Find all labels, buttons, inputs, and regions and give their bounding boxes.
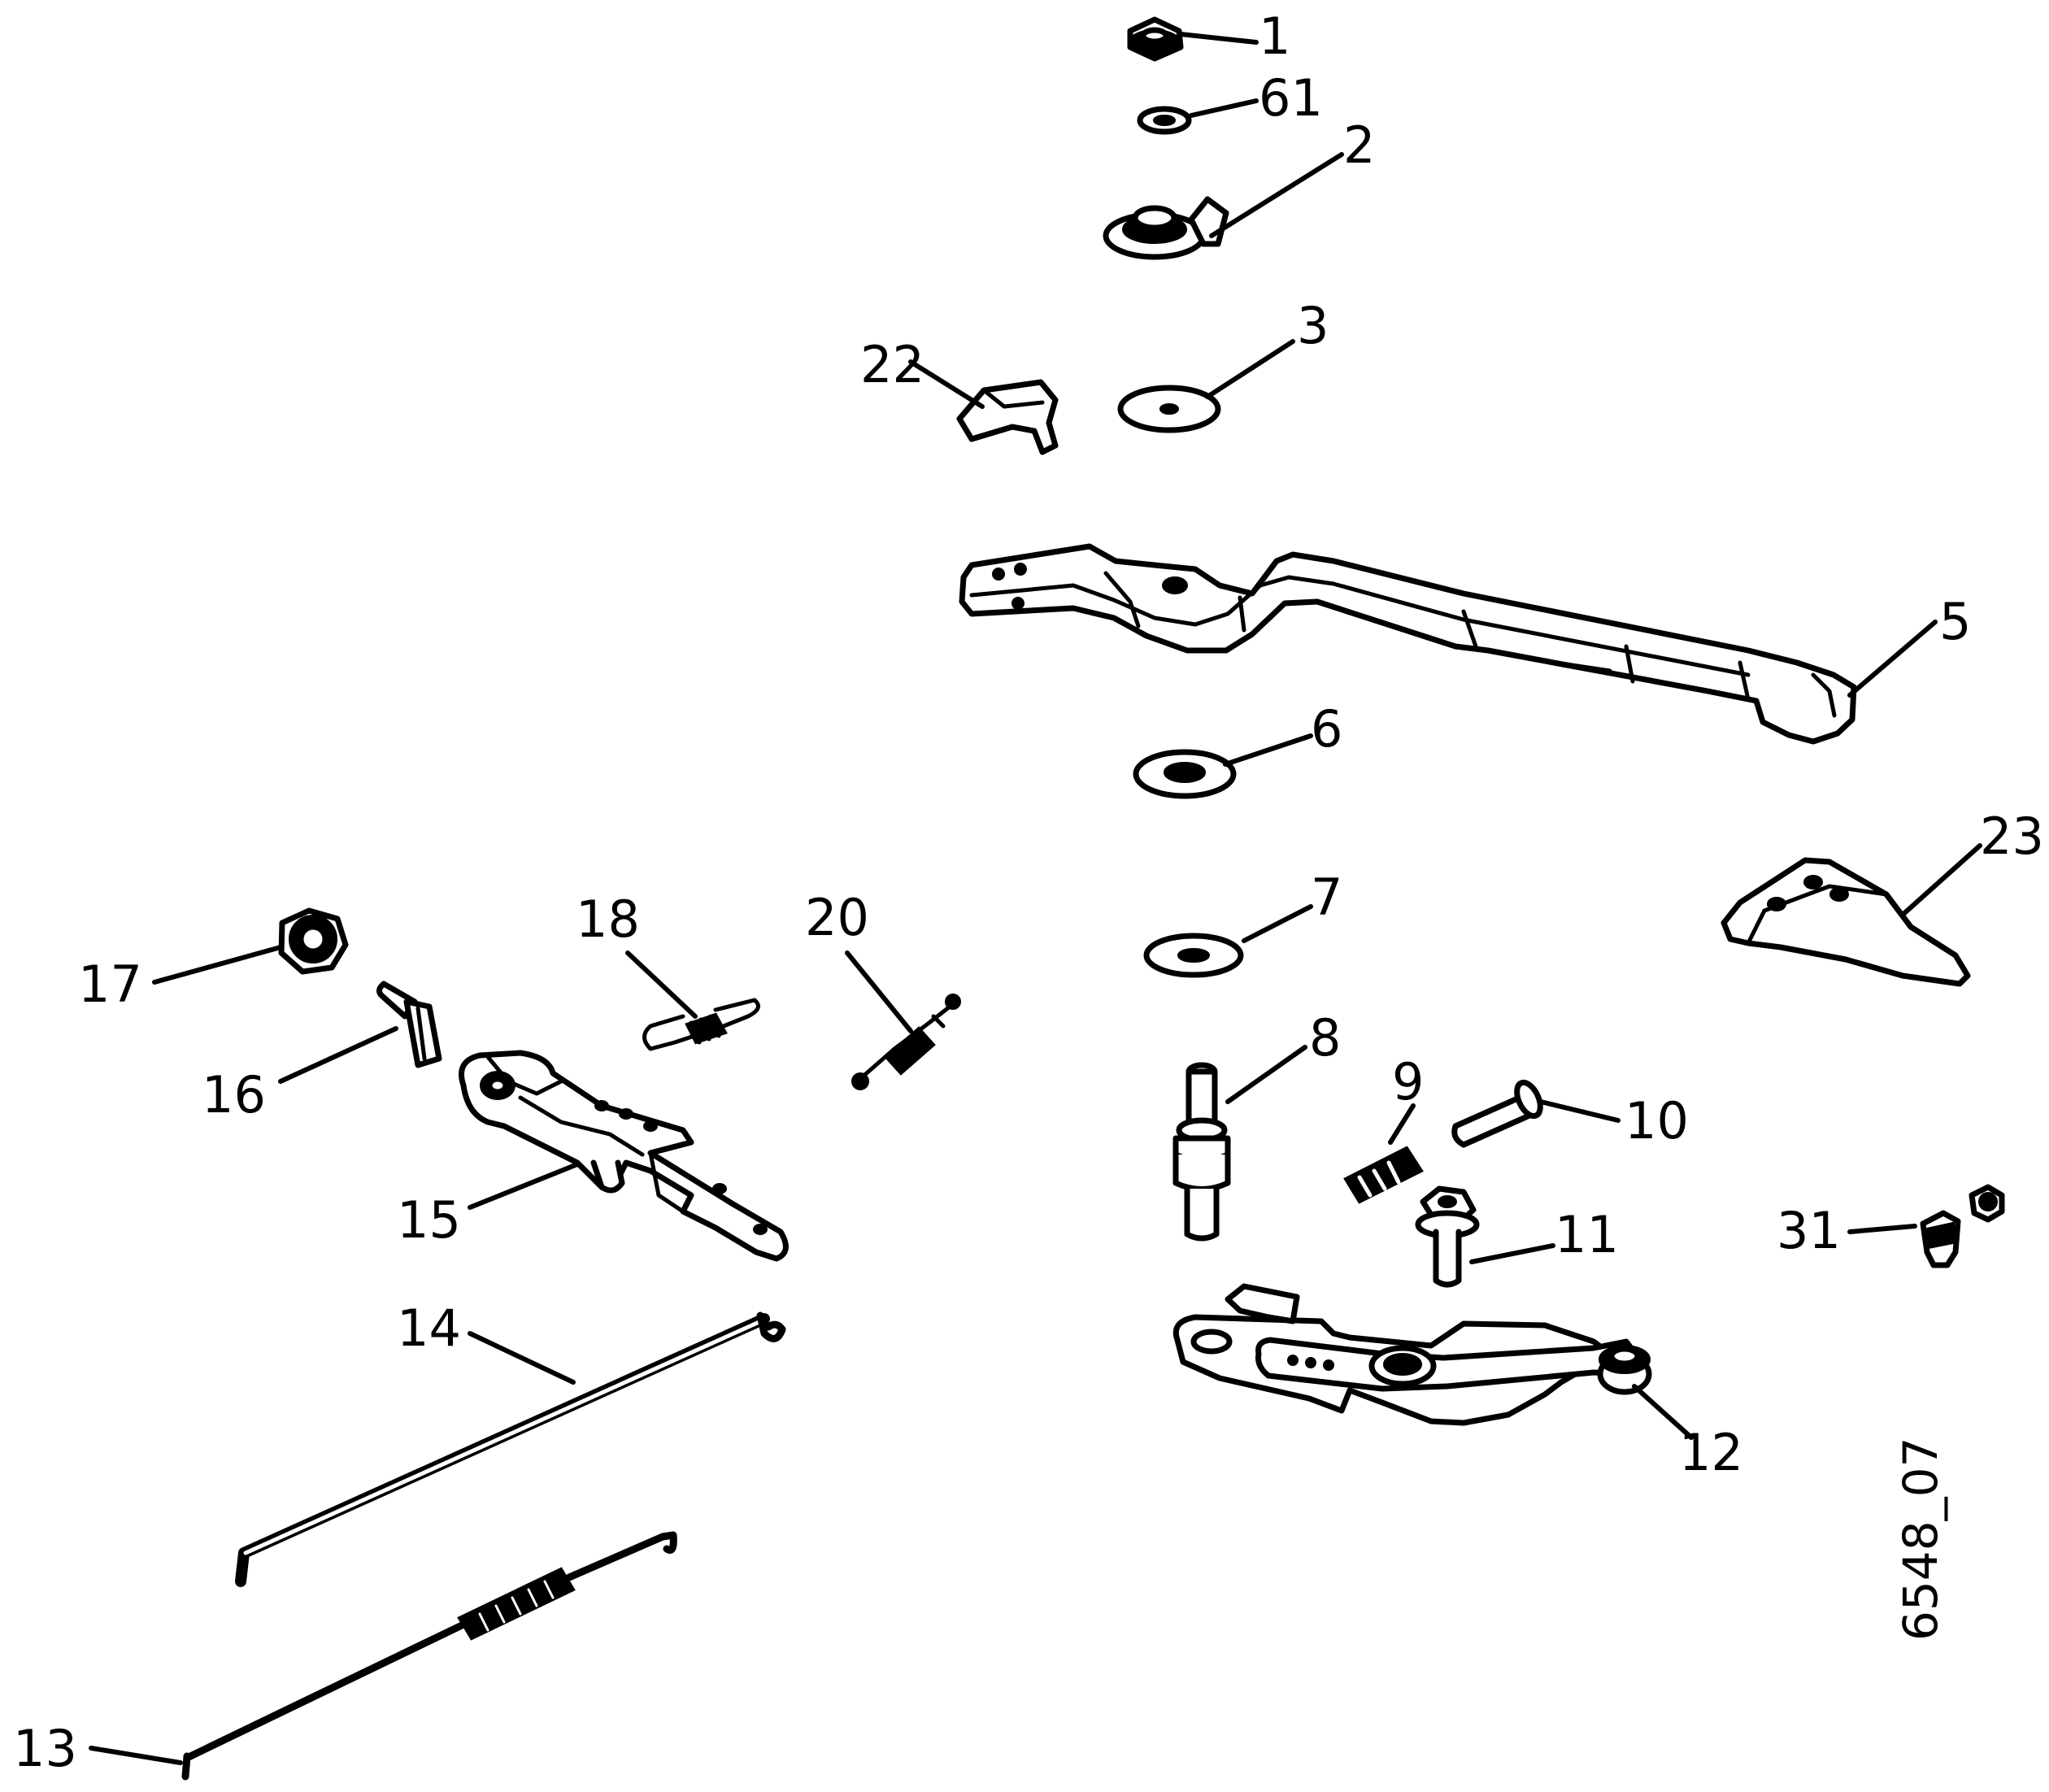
leader-7 <box>1242 904 1313 943</box>
part-2-bushing <box>1103 196 1229 260</box>
callout-6: 6 <box>1311 699 1342 759</box>
callout-3: 3 <box>1297 296 1329 355</box>
part-15-lever <box>459 1050 789 1262</box>
figure-code: 6548_07 <box>1893 1438 1948 1641</box>
callout-8: 8 <box>1309 1008 1341 1068</box>
leader-13 <box>89 1746 183 1765</box>
callout-20: 20 <box>805 888 869 947</box>
callout-10: 10 <box>1625 1091 1689 1150</box>
part-3-washer <box>1117 385 1221 433</box>
callout-5: 5 <box>1939 592 1971 651</box>
callout-31: 31 <box>1777 1201 1841 1260</box>
part-11-bolt <box>1415 1185 1480 1288</box>
part-22-clip <box>956 379 1059 455</box>
callout-11: 11 <box>1555 1205 1619 1264</box>
leader-5 <box>1847 620 1938 698</box>
callout-2: 2 <box>1343 115 1375 175</box>
callout-12: 12 <box>1679 1423 1743 1482</box>
part-6-washer <box>1133 749 1237 799</box>
part-31-adjuster <box>1920 1184 2005 1268</box>
part-61-washer <box>1137 106 1192 135</box>
part-14-rod <box>235 1311 786 1587</box>
part-20-spring <box>851 994 961 1090</box>
leader-16 <box>278 1026 398 1084</box>
callout-14: 14 <box>397 1298 461 1358</box>
leader-15 <box>468 1162 580 1210</box>
leader-6 <box>1223 733 1313 767</box>
part-10-pin <box>1451 1079 1543 1148</box>
leader-23 <box>1900 843 1982 917</box>
part-23-bracket <box>1721 857 1971 987</box>
leader-14 <box>468 1331 576 1385</box>
part-17-nut <box>278 907 349 975</box>
leader-9 <box>1388 1103 1416 1145</box>
callout-15: 15 <box>397 1190 461 1250</box>
part-1-nut <box>1127 16 1184 62</box>
leader-31 <box>1847 1224 1917 1234</box>
leader-2 <box>1209 152 1344 238</box>
callout-13: 13 <box>13 1719 77 1778</box>
callout-16: 16 <box>202 1065 266 1124</box>
callout-18: 18 <box>576 889 640 949</box>
callout-17: 17 <box>78 955 142 1014</box>
leader-1 <box>1178 32 1259 45</box>
leader-20 <box>845 950 913 1033</box>
leader-17 <box>152 945 283 985</box>
leader-8 <box>1225 1045 1307 1104</box>
leader-61 <box>1189 98 1259 118</box>
leader-3 <box>1205 339 1295 399</box>
callout-9: 9 <box>1392 1052 1424 1111</box>
part-5-lever-arm <box>959 543 1857 745</box>
leader-11 <box>1469 1243 1555 1264</box>
callout-61: 61 <box>1259 68 1323 128</box>
part-18-spring <box>642 998 760 1051</box>
part-16-pin <box>376 981 442 1068</box>
part-12-plate-assembly <box>1172 1283 1652 1426</box>
leader-10 <box>1538 1099 1620 1123</box>
callout-1: 1 <box>1259 7 1290 66</box>
part-9-threaded-stud <box>1343 1146 1424 1204</box>
leader-18 <box>625 950 698 1019</box>
callout-7: 7 <box>1311 868 1342 927</box>
callout-22: 22 <box>860 335 924 394</box>
callout-23: 23 <box>1980 807 2044 866</box>
leader-12 <box>1632 1384 1694 1440</box>
leader-22 <box>908 359 985 409</box>
part-8-shaft <box>1172 1062 1231 1242</box>
part-13-spring-rod <box>181 1531 677 1781</box>
part-7-washer <box>1143 933 1244 978</box>
